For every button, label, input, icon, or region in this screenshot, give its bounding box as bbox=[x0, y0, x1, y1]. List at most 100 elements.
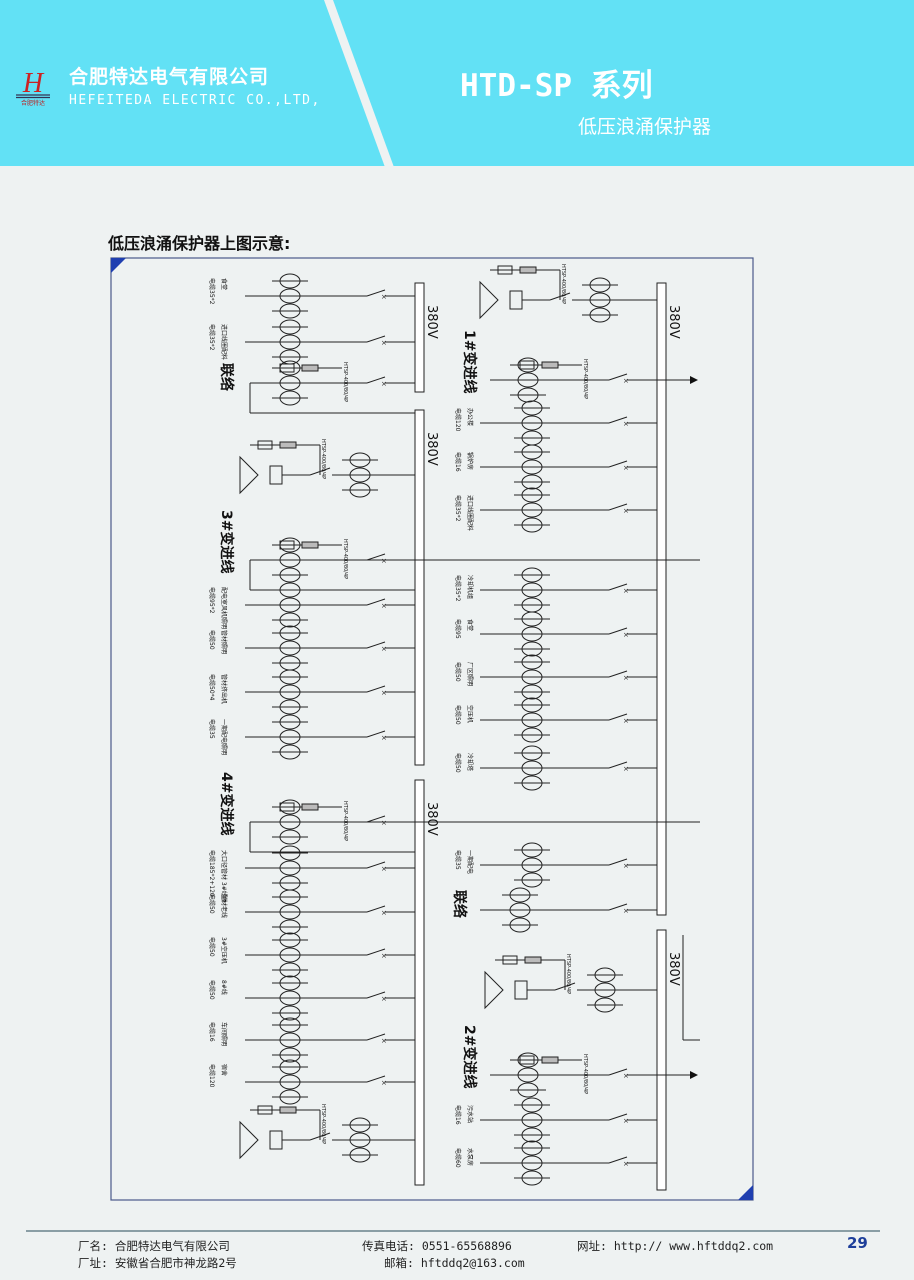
feeder-name-label: 空压机 bbox=[466, 705, 474, 723]
spd-label: HTSP-400/80/4P bbox=[565, 954, 571, 994]
breaker-icon bbox=[608, 1068, 628, 1076]
fuse-icon bbox=[301, 364, 319, 372]
capacitor-bank-icon bbox=[479, 280, 499, 320]
current-transformer-icon bbox=[521, 459, 543, 475]
footer-fax: 传真电话: 0551-65568896 bbox=[362, 1239, 512, 1253]
diagram-caption: 低压浪涌保护器上图示意: bbox=[108, 234, 291, 253]
breaker-icon bbox=[608, 460, 628, 468]
feeder-name-label: 水泵房 bbox=[466, 1148, 474, 1166]
feeder-cable-label: 电缆16 bbox=[208, 1022, 216, 1042]
current-transformer-icon bbox=[349, 1132, 371, 1148]
feeder-name-label: 一期配电照明 bbox=[220, 719, 228, 755]
footer-address: 厂址: 安徽省合肥市神龙路2号 bbox=[78, 1256, 237, 1270]
breaker-x-icon: × bbox=[623, 765, 629, 773]
bus-voltage-label: 380V bbox=[424, 305, 439, 339]
footer-email: 邮箱: hftddq2@163.com bbox=[384, 1256, 525, 1270]
footer-factory-name: 厂名: 合肥特达电气有限公司 bbox=[78, 1239, 230, 1253]
feeder-name-label: 配电室风机照明 bbox=[220, 587, 228, 629]
arrow-icon bbox=[690, 376, 698, 384]
busbar bbox=[656, 929, 667, 1191]
current-transformer-icon bbox=[521, 669, 543, 685]
breaker-x-icon: × bbox=[381, 293, 387, 301]
diagram-frame bbox=[110, 257, 754, 1201]
incomer-label: 4#变进线 bbox=[218, 772, 235, 835]
breaker-x-icon: × bbox=[623, 1160, 629, 1168]
fuse-icon bbox=[301, 541, 319, 549]
breaker-x-icon: × bbox=[623, 464, 629, 472]
breaker-x-icon: × bbox=[623, 587, 629, 595]
company-name-en: HEFEITEDA ELECTRIC CO.,LTD, bbox=[69, 93, 321, 108]
company-logo: H 合肥特达 bbox=[16, 68, 50, 106]
incomer-label: 2#变进线 bbox=[461, 1025, 478, 1088]
breaker-x-icon: × bbox=[623, 862, 629, 870]
breaker-x-icon: × bbox=[381, 995, 387, 1003]
breaker-icon bbox=[366, 376, 386, 384]
fuse-icon bbox=[519, 266, 537, 274]
spd-label: HTSP-400/80/4P bbox=[342, 539, 348, 579]
breaker-x-icon: × bbox=[381, 952, 387, 960]
feeder-name-label: 一期配电 bbox=[466, 850, 474, 874]
company-name-cn: 合肥特达电气有限公司 bbox=[69, 66, 270, 88]
varistor-icon bbox=[279, 363, 295, 373]
corner-mark bbox=[111, 258, 126, 273]
feeder-cable-label: 电缆50 bbox=[454, 753, 462, 773]
feeder-cable-label: 电缆60 bbox=[454, 1148, 462, 1168]
reactor-icon bbox=[514, 980, 528, 1000]
current-transformer-icon bbox=[279, 375, 301, 391]
breaker-icon bbox=[608, 713, 628, 721]
breaker-icon bbox=[608, 858, 628, 866]
current-transformer-icon bbox=[279, 947, 301, 963]
bus-voltage-label: 380V bbox=[666, 305, 681, 339]
breaker-icon bbox=[366, 815, 386, 823]
breaker-icon bbox=[608, 416, 628, 424]
breaker-x-icon: × bbox=[381, 689, 387, 697]
current-transformer-icon bbox=[521, 857, 543, 873]
capacitor-bank-icon bbox=[239, 455, 259, 495]
breaker-x-icon: × bbox=[381, 380, 387, 388]
varistor-icon bbox=[257, 440, 273, 450]
breaker-x-icon: × bbox=[381, 1079, 387, 1087]
footer-website[interactable]: 网址: http:// www.hftddq2.com bbox=[577, 1239, 774, 1253]
bus-voltage-label: 380V bbox=[666, 952, 681, 986]
breaker-x-icon: × bbox=[623, 420, 629, 428]
feeder-name-label: 3#空压机 bbox=[220, 937, 228, 964]
capacitor-bank-icon bbox=[484, 970, 504, 1010]
fuse-icon bbox=[279, 1106, 297, 1114]
breaker-icon bbox=[608, 1156, 628, 1164]
footer-rule bbox=[26, 1230, 880, 1232]
fuse-icon bbox=[301, 803, 319, 811]
current-transformer-icon bbox=[521, 1155, 543, 1171]
busbar bbox=[414, 282, 425, 393]
breaker-icon bbox=[366, 861, 386, 869]
busbar bbox=[656, 282, 667, 916]
feeder-name-label: 办公楼 bbox=[466, 408, 474, 426]
feeder-name-label: 厂区照明 bbox=[466, 662, 473, 686]
spd-label: HTSP-400/80/4P bbox=[342, 362, 348, 402]
spd-label: HTSP-400/80/4P bbox=[320, 1104, 326, 1144]
current-transformer-icon bbox=[521, 415, 543, 431]
breaker-icon bbox=[608, 503, 628, 511]
breaker-x-icon: × bbox=[623, 717, 629, 725]
feeder-name-label: 冷却机组 bbox=[466, 575, 474, 599]
breaker-x-icon: × bbox=[381, 645, 387, 653]
spd-label: HTSP-400/80/4P bbox=[582, 359, 588, 399]
current-transformer-icon bbox=[349, 467, 371, 483]
breaker-icon bbox=[366, 335, 386, 343]
breaker-icon bbox=[366, 730, 386, 738]
feeder-name-label: 冷却塔 bbox=[466, 753, 474, 771]
feeder-cable-label: 电缆16 bbox=[454, 452, 462, 472]
current-transformer-icon bbox=[521, 582, 543, 598]
current-transformer-icon bbox=[279, 597, 301, 613]
feeder-cable-label: 电缆50*4 bbox=[208, 674, 216, 701]
tie-label: 联络 bbox=[451, 890, 468, 918]
bus-voltage-label: 380V bbox=[424, 432, 439, 466]
breaker-icon bbox=[366, 598, 386, 606]
current-transformer-icon bbox=[279, 640, 301, 656]
breaker-x-icon: × bbox=[623, 1117, 629, 1125]
current-transformer-icon bbox=[279, 684, 301, 700]
varistor-icon bbox=[502, 955, 518, 965]
feeder-name-label: 型材老线 bbox=[220, 894, 228, 918]
varistor-icon bbox=[519, 360, 535, 370]
current-transformer-icon bbox=[521, 760, 543, 776]
